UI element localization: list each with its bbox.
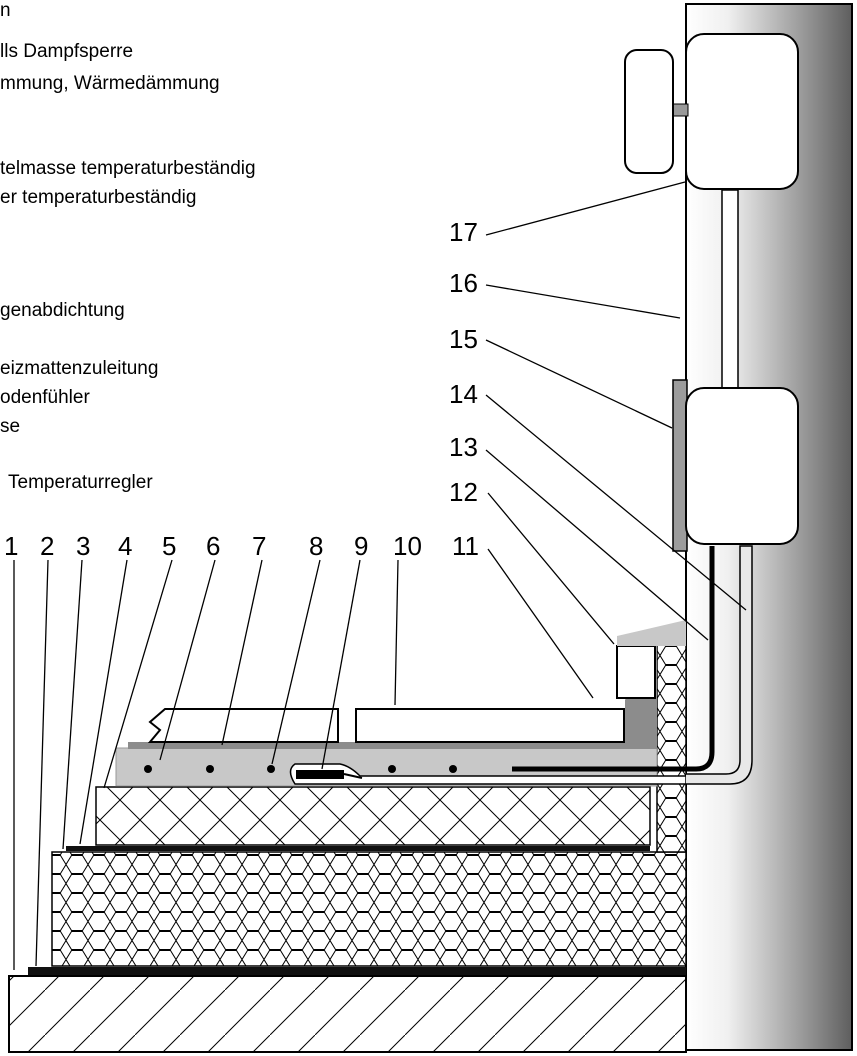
heating-cable-dot — [267, 765, 275, 773]
legend-line-8: odenfühler — [0, 387, 90, 408]
floor-tile-left — [147, 708, 339, 743]
leader-lines-bottom — [13, 181, 747, 970]
hex-insulation-bottom — [51, 851, 687, 967]
label-1: 1 — [4, 531, 18, 561]
legend-line-6: genabdichtung — [0, 300, 125, 321]
right-number-column: 12 13 14 15 16 17 — [449, 217, 478, 507]
bottom-number-row: 1 2 3 4 5 6 7 8 9 10 11 — [4, 531, 479, 561]
legend-line-1: n — [0, 0, 11, 21]
floor-tile-right — [355, 708, 625, 743]
box-cover-plate — [672, 379, 688, 552]
flush-box-upper — [685, 33, 799, 190]
label-8: 8 — [309, 531, 323, 561]
flush-box-lower — [685, 387, 799, 545]
floor-sensor — [296, 770, 344, 779]
label-6: 6 — [206, 531, 220, 561]
label-5: 5 — [162, 531, 176, 561]
joint-sealant — [617, 620, 686, 646]
label-4: 4 — [118, 531, 132, 561]
vapor-barrier — [28, 967, 686, 975]
heating-cable-dot — [449, 765, 457, 773]
heating-cable-dot — [144, 765, 152, 773]
legend-line-4: telmasse temperaturbeständig — [0, 158, 256, 179]
legend-line-10: Temperaturregler — [8, 472, 153, 493]
label-2: 2 — [40, 531, 54, 561]
label-9: 9 — [354, 531, 368, 561]
label-14: 14 — [449, 379, 478, 409]
edge-insulation-strip — [656, 643, 687, 853]
label-7: 7 — [252, 531, 266, 561]
legend-line-5: er temperaturbeständig — [0, 187, 197, 208]
cross-hatched-insulation — [95, 786, 651, 846]
label-12: 12 — [449, 477, 478, 507]
legend-line-2: lls Dampfsperre — [0, 41, 134, 62]
legend-line-9: se — [0, 416, 21, 437]
sensor-conduit — [686, 545, 753, 785]
temperature-regulator-knob — [624, 49, 674, 174]
sensor-wire — [343, 773, 363, 779]
heating-mat-supply-line — [512, 546, 715, 772]
legend-line-3: mmung, Wärmedämmung — [0, 73, 220, 94]
label-17: 17 — [449, 217, 478, 247]
tile-adhesive — [128, 742, 657, 749]
legend-line-7: eizmattenzuleitung — [0, 358, 159, 379]
concrete-slab — [8, 975, 687, 1053]
label-13: 13 — [449, 432, 478, 462]
label-15: 15 — [449, 324, 478, 354]
skirting-tile — [616, 645, 656, 699]
label-3: 3 — [76, 531, 90, 561]
label-16: 16 — [449, 268, 478, 298]
wall-conduit — [721, 189, 739, 389]
heating-cable-dot — [388, 765, 396, 773]
heating-cable-dot — [206, 765, 214, 773]
label-10: 10 — [393, 531, 422, 561]
label-11: 11 — [452, 531, 479, 561]
separation-foil — [66, 846, 650, 851]
